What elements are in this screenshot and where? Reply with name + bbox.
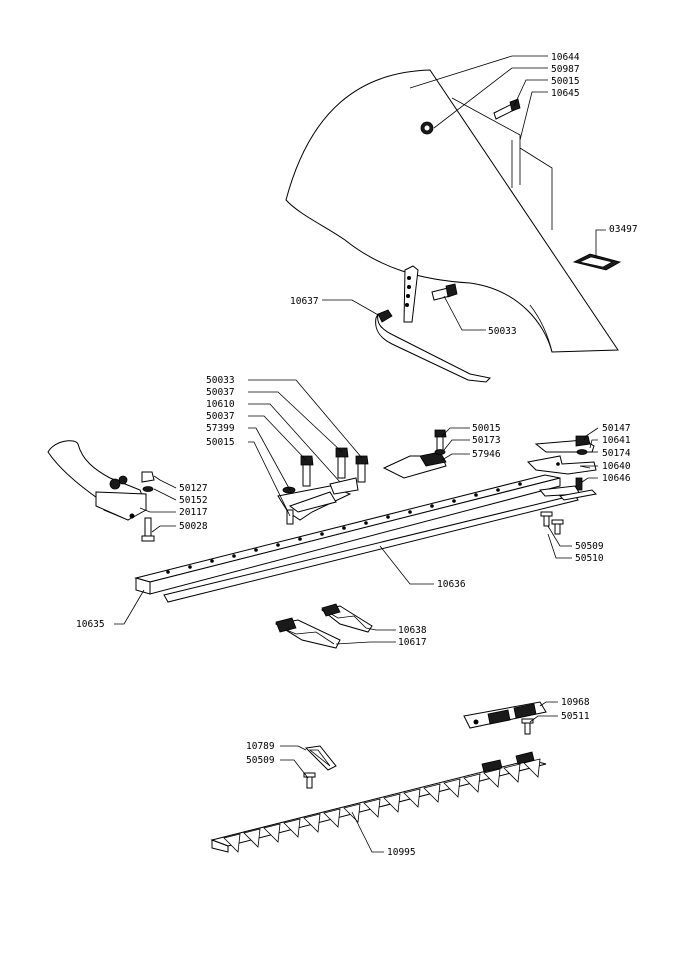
part-50511-bolt: [521, 718, 534, 735]
label-50037-b: 50037: [206, 411, 235, 422]
part-10995-knife: [210, 751, 547, 853]
part-10637-shoe: [375, 265, 492, 383]
label-10968: 10968: [561, 697, 590, 708]
label-50147: 50147: [602, 423, 631, 434]
part-50509-bolt-lower: [303, 772, 316, 789]
label-50509-lower: 50509: [246, 755, 275, 766]
label-50015-right: 50015: [472, 423, 501, 434]
bar-right-end-tabs: [539, 485, 598, 501]
label-50173: 50173: [472, 435, 501, 446]
part-57946-guard: [382, 451, 447, 479]
label-57399: 57399: [206, 423, 235, 434]
label-50152: 50152: [179, 495, 208, 506]
label-10637: 10637: [290, 296, 319, 307]
part-50015-bolt-right: [434, 429, 447, 451]
label-50510: 50510: [575, 553, 604, 564]
label-50015-mid: 50015: [206, 437, 235, 448]
part-50173-washer: [434, 449, 446, 455]
part-50037-bolt-b: [300, 455, 314, 487]
label-50015-top: 50015: [551, 76, 580, 87]
label-50174: 50174: [602, 448, 631, 459]
part-57399-guard: [277, 485, 352, 521]
label-10617: 10617: [398, 637, 427, 648]
part-03497-plate: [572, 253, 622, 271]
label-10995: 10995: [387, 847, 416, 858]
leader-lines: [114, 55, 606, 853]
part-10968-section: [463, 701, 547, 729]
label-10646: 10646: [602, 473, 631, 484]
part-50147-nut: [575, 435, 591, 447]
part-50127-nut: [141, 471, 155, 483]
label-10641: 10641: [602, 435, 631, 446]
part-50037-bolt-a: [335, 447, 349, 479]
label-10635: 10635: [76, 619, 105, 630]
label-50987: 50987: [551, 64, 580, 75]
cutter-bar-holes: [166, 482, 522, 574]
label-50127: 50127: [179, 483, 208, 494]
label-20117: 20117: [179, 507, 208, 518]
part-10638-guard: [320, 603, 373, 633]
part-10617-guard: [274, 617, 341, 649]
part-50015-bolt-mid: [286, 509, 294, 525]
label-10789: 10789: [246, 741, 275, 752]
part-10640-plate: [526, 455, 597, 475]
label-50509-right: 50509: [575, 541, 604, 552]
part-10789-section: [304, 745, 337, 771]
part-10644-shield: [285, 69, 619, 353]
part-50174-washer: [576, 449, 588, 455]
part-50509-bolt-right: [540, 511, 553, 527]
part-50152-washer: [142, 486, 154, 492]
part-50015-bolt-top: [493, 98, 521, 120]
label-10645: 10645: [551, 88, 580, 99]
part-50510-bolt: [551, 519, 564, 535]
part-10645-bracket: [451, 97, 553, 230]
label-50033-mid: 50033: [206, 375, 235, 386]
label-50511: 50511: [561, 711, 590, 722]
label-50033-shoe: 50033: [488, 326, 517, 337]
label-10640: 10640: [602, 461, 631, 472]
part-labels: 10644 50987 50015 10645 03497 10637 5003…: [76, 52, 638, 858]
part-10610-clip: [329, 477, 359, 495]
label-50028: 50028: [179, 521, 208, 532]
part-50028-bolt: [141, 517, 155, 542]
label-10636: 10636: [437, 579, 466, 590]
label-10610: 10610: [206, 399, 235, 410]
label-10638: 10638: [398, 625, 427, 636]
label-03497: 03497: [609, 224, 638, 235]
label-10644: 10644: [551, 52, 580, 63]
part-50033-bolt: [431, 283, 458, 301]
part-20117-left-shoe: [47, 440, 147, 521]
label-50037-a: 50037: [206, 387, 235, 398]
part-10646-pin: [575, 477, 583, 491]
label-57946: 57946: [472, 449, 501, 460]
part-50033-bolt-mid: [355, 455, 369, 483]
